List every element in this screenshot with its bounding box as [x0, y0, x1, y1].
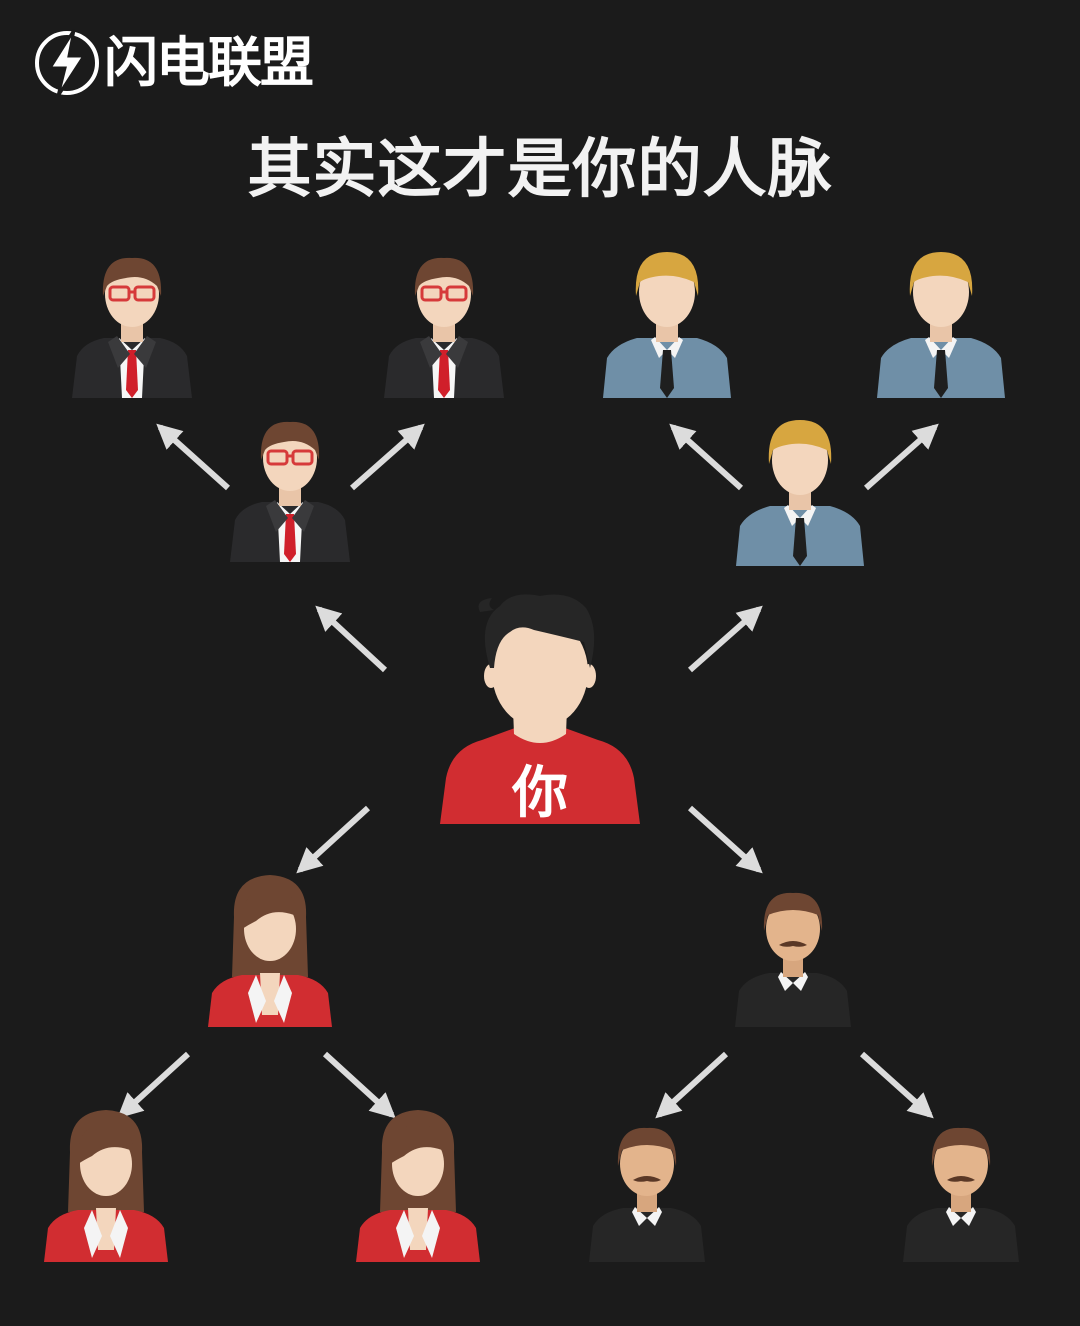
mustache-man-branch	[735, 892, 851, 1027]
arrow-you-to-lower-right	[687, 805, 763, 874]
lightning-bolt-icon	[35, 29, 99, 97]
glasses-businessman-leaf-right	[382, 256, 506, 400]
arrow-mustache-to-right	[859, 1051, 934, 1119]
glasses-businessman-leaf-left	[70, 256, 194, 400]
woman-branch	[208, 875, 332, 1027]
arrow-blonde-to-left	[669, 423, 744, 491]
arrows	[117, 423, 939, 1119]
arrow-you-to-upper-left	[315, 605, 388, 673]
you-avatar: 你	[440, 594, 640, 826]
woman-leaf-right	[356, 1110, 480, 1262]
mustache-man-leaf-left	[589, 1127, 705, 1262]
blonde-businessman-leaf-right	[877, 252, 1005, 398]
arrow-glasses-to-left	[156, 423, 231, 491]
blonde-businessman-branch	[736, 420, 864, 566]
arrow-woman-to-right	[322, 1051, 396, 1119]
arrow-blonde-to-right	[864, 423, 939, 491]
blonde-businessman-leaf-left	[603, 252, 731, 398]
arrow-glasses-to-right	[350, 423, 425, 491]
arrow-you-to-upper-right	[688, 605, 763, 673]
you-label: 你	[511, 761, 568, 826]
arrow-mustache-to-left	[655, 1051, 729, 1119]
brand-name: 闪电联盟	[104, 31, 314, 94]
glasses-businessman-branch	[228, 420, 352, 564]
mustache-man-leaf-right	[903, 1127, 1019, 1262]
arrow-woman-to-left	[117, 1051, 191, 1119]
page-title: 其实这才是你的人脉	[247, 133, 833, 207]
brand-logo: 闪电联盟	[32, 26, 314, 100]
arrow-you-to-lower-left	[296, 805, 371, 874]
woman-leaf-left	[44, 1110, 168, 1262]
